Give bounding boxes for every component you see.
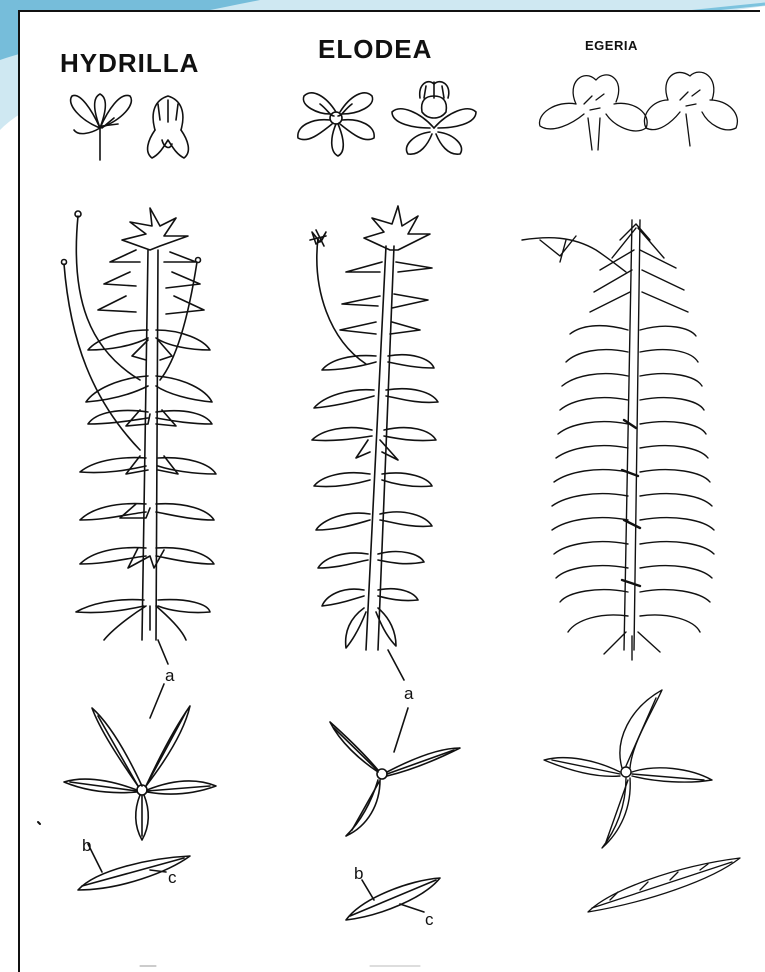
egeria-plant (522, 220, 714, 660)
elodea-plant (310, 206, 438, 680)
hydrilla-whorls (76, 330, 216, 640)
label-b-elodea: b (354, 864, 363, 884)
hydrilla-plant (62, 208, 217, 664)
hydrilla-flowers (71, 94, 189, 160)
egeria-whorl-detail (544, 690, 712, 848)
elodea-pointer-a2 (394, 708, 408, 752)
elodea-whorl-detail (330, 708, 460, 836)
elodea-whorls (312, 355, 438, 648)
elodea-pointer-a (388, 650, 404, 680)
label-a-hydrilla: a (165, 666, 174, 686)
label-c-elodea: c (425, 910, 434, 930)
label-b-hydrilla: b (82, 836, 91, 856)
egeria-leaf-detail (588, 858, 740, 912)
egeria-whorls (552, 326, 714, 660)
label-a-elodea: a (404, 684, 413, 704)
hydrilla-pointer-a (158, 640, 168, 664)
margin-mark (38, 822, 40, 824)
label-c-hydrilla: c (168, 868, 177, 888)
egeria-flowers (539, 72, 737, 150)
hydrilla-whorl-detail (64, 684, 216, 840)
elodea-flowers (298, 82, 476, 156)
hydrilla-pointer-a2 (150, 684, 164, 718)
